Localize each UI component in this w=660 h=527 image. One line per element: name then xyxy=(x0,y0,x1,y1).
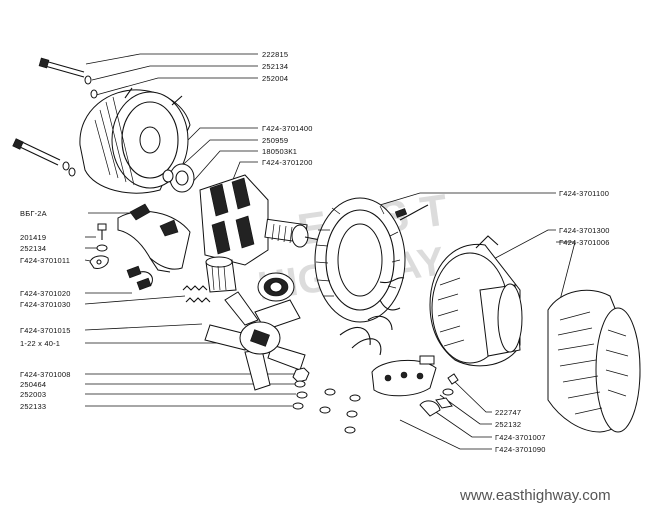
screw-201419-drawing xyxy=(89,223,109,269)
cover-drawing xyxy=(547,289,641,433)
callout-VBG-2A: ВБГ-2А xyxy=(20,209,47,218)
rotor-drawing xyxy=(199,174,321,266)
callout-G424-3701090: Г424-3701090 xyxy=(495,445,546,454)
callout-222815: 222815 xyxy=(262,50,288,59)
callout-G424-3701200: Г424-3701200 xyxy=(262,158,313,167)
callout-G424-3701007: Г424-3701007 xyxy=(495,433,546,442)
callout-G424-3701011: Г424-3701011 xyxy=(20,256,70,265)
long-bolt-lower-drawing xyxy=(12,138,76,177)
callout-252134-mid: 252134 xyxy=(20,244,46,253)
callout-222747: 222747 xyxy=(495,408,521,417)
nut-washers-cluster-drawing xyxy=(292,367,361,434)
site-watermark-text: www.easthighway.com xyxy=(459,487,611,504)
callout-252003: 252003 xyxy=(20,390,46,399)
rectifier-drawing xyxy=(339,315,437,397)
long-bolt-upper-drawing xyxy=(38,57,98,99)
drive-end-housing-drawing xyxy=(79,87,191,194)
brush-holder-drawing xyxy=(117,203,191,273)
callout-G424-3701015: Г424-3701015 xyxy=(20,326,71,335)
callout-G424-3701020: Г424-3701020 xyxy=(20,289,71,298)
callout-250464: 250464 xyxy=(20,380,46,389)
springs-drawing xyxy=(182,285,211,303)
callout-G424-3701400: Г424-3701400 xyxy=(262,124,313,133)
oil-seal-drawing xyxy=(257,272,295,302)
callout-G424-3701006: Г424-3701006 xyxy=(559,238,610,247)
leader-lines xyxy=(84,53,576,450)
callout-G424-3701030: Г424-3701030 xyxy=(20,300,71,309)
bearing-drawing xyxy=(162,163,195,193)
callout-252004: 252004 xyxy=(262,74,288,83)
slip-ring-end-housing-drawing xyxy=(429,235,523,367)
terminal-parts-drawing xyxy=(419,373,459,417)
callout-252133: 252133 xyxy=(20,402,46,411)
callout-252134-top: 252134 xyxy=(262,62,288,71)
callout-1-22x40-1: 1-22 x 40-1 xyxy=(20,339,60,348)
stator-drawing xyxy=(314,197,429,323)
callout-250959: 250959 xyxy=(262,136,288,145)
callout-G424-3701100: Г424-3701100 xyxy=(559,189,609,198)
callout-201419: 201419 xyxy=(20,233,46,242)
callout-180503K1: 180503К1 xyxy=(262,147,297,156)
sleeve-drawing xyxy=(205,256,237,293)
callout-252132: 252132 xyxy=(495,420,521,429)
fan-drawing xyxy=(204,291,306,391)
callout-G424-3701300: Г424-3701300 xyxy=(559,226,610,235)
brushes-drawing xyxy=(126,265,153,291)
callout-G424-3701008: Г424-3701008 xyxy=(20,370,71,379)
